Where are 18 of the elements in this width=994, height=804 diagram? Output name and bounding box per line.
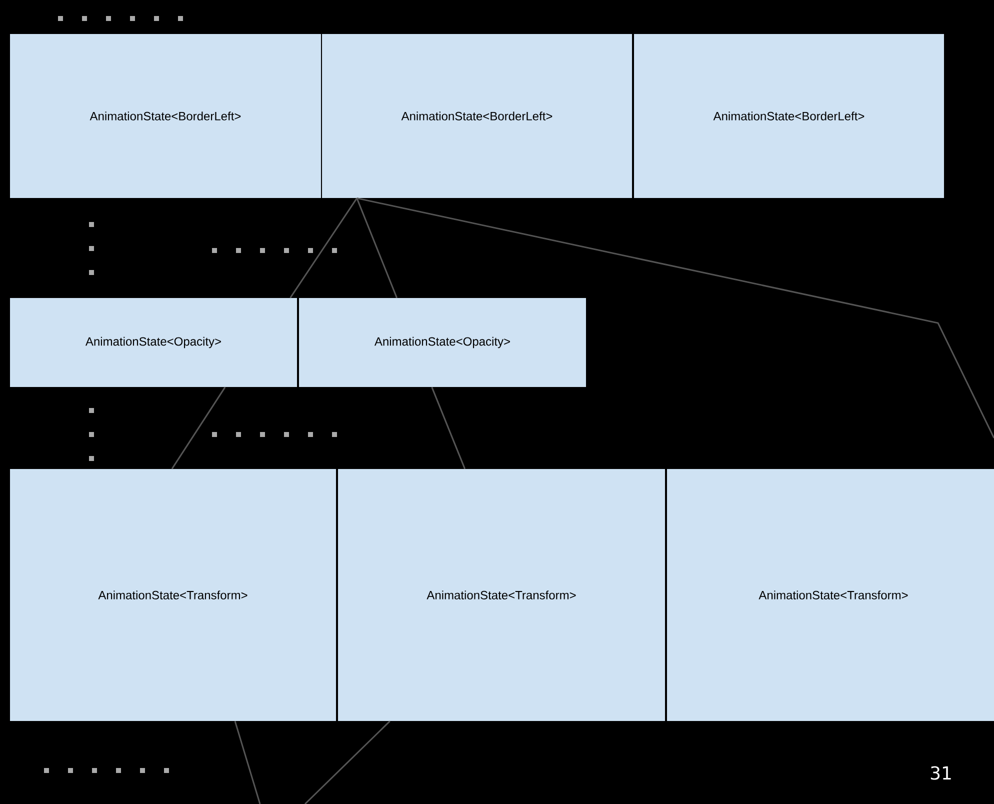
zoom-line: [431, 386, 466, 470]
page-number: 31: [930, 766, 951, 780]
state-box: AnimationState<Transform>: [338, 469, 665, 721]
state-box: AnimationState<Transform>: [667, 469, 994, 721]
state-box: AnimationState<BorderLeft>: [322, 34, 632, 198]
state-box: AnimationState<Opacity>: [10, 298, 297, 387]
zoom-line: [304, 720, 390, 804]
state-box: AnimationState<Transform>: [10, 469, 336, 721]
state-box: AnimationState<BorderLeft>: [10, 34, 321, 198]
state-box: AnimationState<Opacity>: [299, 298, 586, 387]
zoom-line: [290, 198, 358, 298]
node-label: AnimationState<BorderLeft>: [90, 112, 241, 120]
zoom-line: [171, 386, 226, 470]
state-box: AnimationState<BorderLeft>: [634, 34, 944, 198]
node-label: AnimationState<BorderLeft>: [401, 112, 552, 120]
zoom-line: [234, 720, 261, 804]
zoom-line: [356, 197, 994, 438]
zoom-line: [356, 198, 398, 298]
